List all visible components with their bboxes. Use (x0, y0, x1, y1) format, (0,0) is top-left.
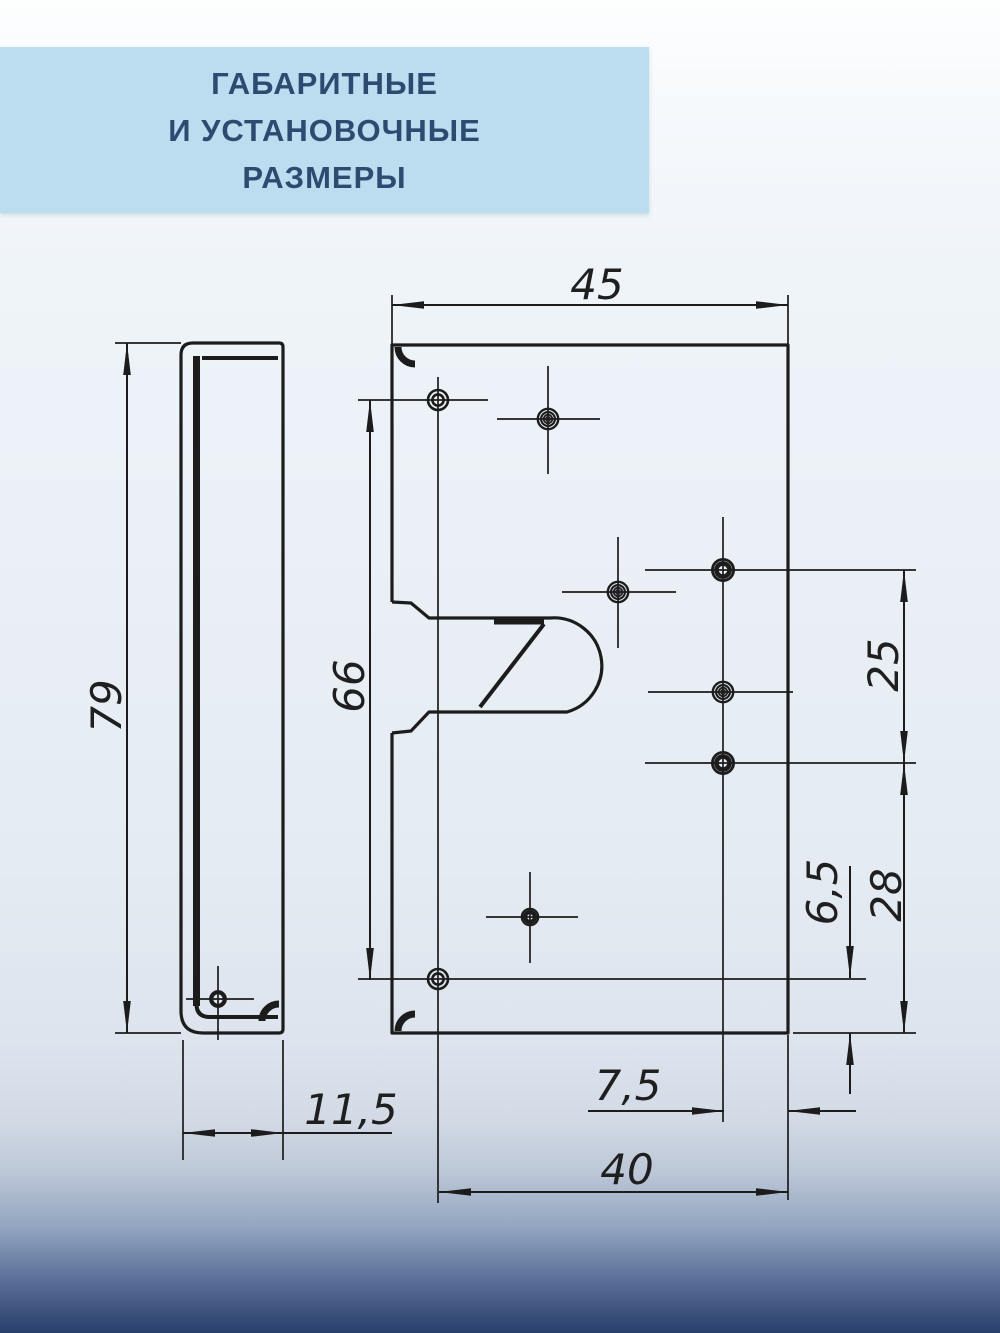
dim-label-7-5: 7,5 (595, 1061, 662, 1110)
hole-right-bottom (711, 751, 736, 776)
hole-bottom-left (426, 967, 450, 991)
latch-mouth-outline (391, 600, 604, 735)
side-bent-tab (258, 1000, 280, 1022)
side-hole-crosshair (186, 966, 254, 1040)
front-outline (390, 343, 790, 1035)
side-inner-bottom (194, 1003, 278, 1019)
dimension-bottom-hole-offset: 6,5 (798, 859, 854, 1094)
dim-label-45: 45 (570, 260, 623, 309)
side-outer-contour (179, 341, 285, 1035)
hole-top-left (426, 388, 450, 412)
dim-label-66: 66 (325, 659, 374, 712)
dimension-bracket-depth: 11,5 (182, 1040, 398, 1160)
front-view (358, 343, 916, 1203)
dimension-overall-width: 45 (391, 260, 789, 344)
hole-bottom-small (520, 907, 540, 927)
hole-b1-crosshair (497, 366, 600, 474)
dimensions: 45 79 66 25 (82, 260, 916, 1200)
dim-label-6-5: 6,5 (798, 859, 847, 926)
hole-top-middle (536, 407, 560, 431)
hole-right-middle (711, 680, 735, 704)
dimension-hole-column-offset: 7,5 (588, 1061, 856, 1115)
dimension-right-hole-spacing: 25 (859, 570, 908, 763)
title-line-3: РАЗМЕРЫ (242, 159, 407, 195)
hole-d1-crosshair (486, 872, 578, 963)
hole-center (606, 580, 630, 604)
dim-label-79: 79 (82, 679, 131, 732)
dim-label-40: 40 (600, 1145, 653, 1194)
dim-label-25: 25 (859, 638, 908, 691)
corner-tab-top-left (394, 346, 416, 368)
latch-claw-diagonal (478, 622, 546, 709)
dimension-overall-height: 79 (82, 342, 181, 1034)
title-line-1: ГАБАРИТНЫЕ (211, 65, 438, 101)
title-line-2: И УСТАНОВОЧНЫЕ (168, 112, 481, 148)
corner-tab-bottom-left (394, 1010, 416, 1032)
dim-label-11-5: 11,5 (304, 1085, 398, 1134)
side-view (179, 341, 285, 1040)
dimension-bottom-width: 40 (439, 1035, 789, 1200)
hole-right-top (711, 558, 736, 583)
hole-b2-crosshair (562, 537, 676, 648)
dimension-right-bottom-offset: 28 (793, 763, 916, 1034)
title-banner: ГАБАРИТНЫЕ И УСТАНОВОЧНЫЕ РАЗМЕРЫ (0, 47, 649, 213)
dimension-mount-hole-spacing: 66 (325, 400, 374, 980)
dim-label-28: 28 (862, 868, 911, 921)
